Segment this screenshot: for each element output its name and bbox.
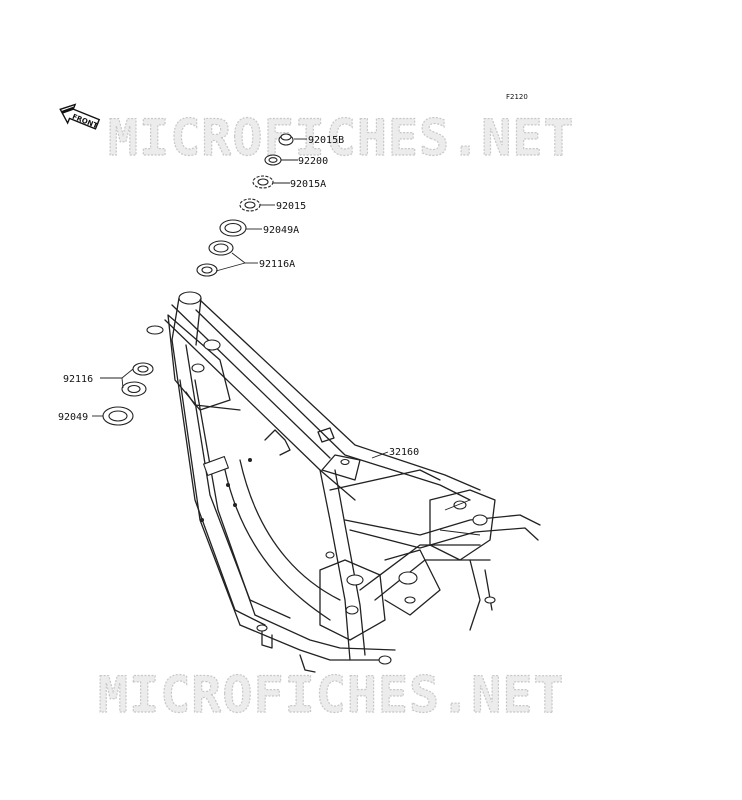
part-92015b-cap-nut	[278, 133, 307, 146]
label-32160: 32160	[389, 447, 419, 458]
watermark-top: MICROFICHES.NET	[108, 109, 575, 167]
frame-32160-drawing	[146, 291, 541, 673]
label-92015b: 92015B	[308, 135, 344, 146]
part-92116a-bearings	[196, 240, 258, 277]
part-92015-nut	[239, 198, 275, 212]
label-92200: 92200	[298, 156, 328, 167]
part-92200-washer	[264, 154, 298, 166]
label-92015: 92015	[276, 201, 306, 212]
part-92049-seal	[92, 406, 134, 426]
part-92116-bearing	[100, 362, 154, 397]
label-92116: 92116	[63, 374, 93, 385]
label-92015a: 92015A	[290, 179, 326, 190]
part-92015a-nut	[252, 175, 290, 189]
figure-code: F2120	[506, 93, 528, 101]
label-92116a: 92116A	[259, 259, 295, 270]
label-92049: 92049	[58, 412, 88, 423]
part-92049a-seal	[219, 219, 262, 237]
front-arrow-icon: FRONT	[59, 103, 101, 130]
watermark-bottom: MICROFICHES.NET	[98, 666, 565, 724]
label-92049a: 92049A	[263, 225, 299, 236]
